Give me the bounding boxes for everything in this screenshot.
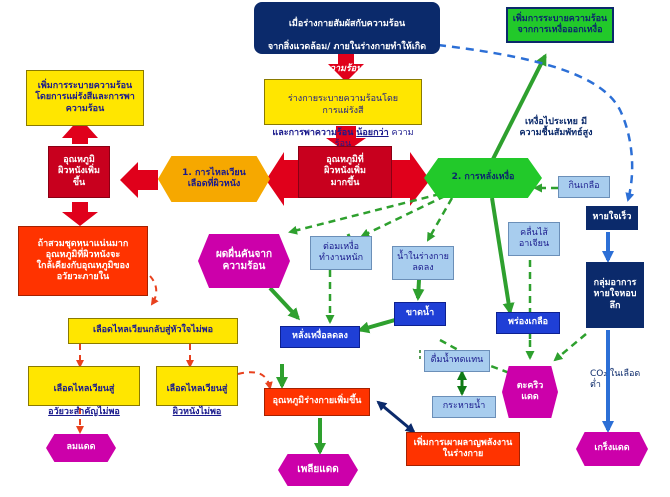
body-releases-line1: ร่างกายระบายความร้อนโดยการแผ่รังสี xyxy=(287,94,399,116)
salt-eat-box: กินเกลือ xyxy=(558,176,610,198)
water-decrease-box: น้ำในร่างกาย ลดลง xyxy=(392,246,454,280)
body-releases-line2: และการพาความร้อน น้อยกว่า ความร้อน xyxy=(269,128,417,151)
blood-to-heart-box: เลือดไหลเวียนกลับสู่หัวใจไม่พอ xyxy=(68,318,238,344)
heat-cramp-hex: ตะคริว แดด xyxy=(502,366,558,418)
fast-breath-box: หายใจเร็ว xyxy=(586,206,638,230)
sweat-decrease-box: หลั่งเหงื่อลดลง xyxy=(280,326,360,348)
blood-to-skin-insufficient-line2: ผิวหนังไม่พอ xyxy=(172,406,222,417)
green-solid-arrows xyxy=(268,53,547,455)
metabolism-up-box: เพิ่มการเผาผลาญพลังงาน ในร่างกาย xyxy=(406,432,520,466)
heat-tetany-hex: เกร็งแดด xyxy=(576,432,648,466)
skin-temp-up-more-box: อุณหภูมิที่ ผิวหนังเพิ่ม มากขึ้น xyxy=(298,146,392,198)
blood-to-skin-insufficient-line1: เลือดไหลเวียนสู่ xyxy=(166,384,228,395)
body-releases-line2b: น้อยกว่า xyxy=(356,128,389,138)
salt-deficit-box: พร่องเกลือ xyxy=(496,312,560,334)
drink-water-box: ดื่มน้ำทดแทน xyxy=(424,350,490,372)
skin-close-core-box: ถ้าสวมชุดหนาแน่นมาก อุณหภูมิที่ผิวหนังจะ… xyxy=(18,226,148,296)
thirst-box: กระหายน้ำ xyxy=(432,396,496,418)
skin-temp-up-box: อุณหภูมิ ผิวหนังเพิ่มขึ้น xyxy=(48,146,110,198)
body-temp-up-box: อุณหภูมิร่างกายเพิ่มขึ้น xyxy=(264,388,370,416)
dehydration-box: ขาดน้ำ xyxy=(394,302,446,326)
body-releases-line2c: ความร้อน xyxy=(334,128,414,150)
double-arrows xyxy=(376,370,467,434)
increase-radiation-box: เพิ่มการระบายความร้อน โดยการแผ่รังสีและก… xyxy=(26,70,144,126)
increase-sweat-box: เพิ่มการระบายความร้อน จากการเหงื่อออกเหง… xyxy=(506,7,614,43)
heat-stroke-hex: ลมแดด xyxy=(46,434,116,462)
blood-to-brain-box: เลือดไหลเวียนสู่ อวัยวะสำคัญไม่พอ xyxy=(28,366,140,417)
heat-stress-box: เมื่อร่างกายสัมผัสกับความร้อน จากสิ่งแวด… xyxy=(254,2,440,74)
hyperventilation-box: กลุ่มอาการ หายใจหอบ ลึก xyxy=(586,262,644,328)
blood-to-brain-line1: เลือดไหลเวียนสู่ xyxy=(53,384,115,395)
heat-stress-line2: จากสิ่งแวดล้อม/ ภายในร่างกายทำให้เกิด xyxy=(267,41,427,52)
heat-stress-line1: เมื่อร่างกายสัมผัสกับความร้อน xyxy=(288,19,406,30)
nausea-box: คลื่นไส้ อาเจียน xyxy=(508,222,560,256)
sweating-hex: 2. การหลั่งเหงื่อ xyxy=(424,158,542,198)
body-releases-heat-box: ร่างกายระบายความร้อนโดยการแผ่รังสี และกา… xyxy=(264,79,422,172)
blue-arrows xyxy=(419,43,635,433)
body-releases-line2a: และการพาความร้อน xyxy=(272,128,354,138)
blood-to-skin-hex: 1. การไหลเวียน เลือดที่ผิวหนัง xyxy=(158,156,270,202)
red-dashed-arrows xyxy=(76,275,273,434)
sweat-evap-label: เหงื่อไประเหย มี ความชื้นสัมพัทธ์สูง xyxy=(519,116,593,138)
red-block-arrows xyxy=(62,52,430,226)
blood-to-skin-insufficient-box: เลือดไหลเวียนสู่ ผิวหนังไม่พอ xyxy=(156,366,238,417)
heat-exhaustion-hex: เพลียแดด xyxy=(278,454,358,486)
heat-stress-line3: ภาวะเครียดจากความร้อน (Heat stress) xyxy=(262,64,432,75)
co2-label: CO₂ ในเลือด ต่ำ xyxy=(590,368,641,390)
blood-to-brain-line2: อวัยวะสำคัญไม่พอ xyxy=(48,406,120,417)
sweat-gland-fatigue-box: ต่อมเหงื่อ ทำงานหนัก xyxy=(310,236,372,270)
heat-rash-hex: ผดผื่นคันจาก ความร้อน xyxy=(198,234,290,288)
